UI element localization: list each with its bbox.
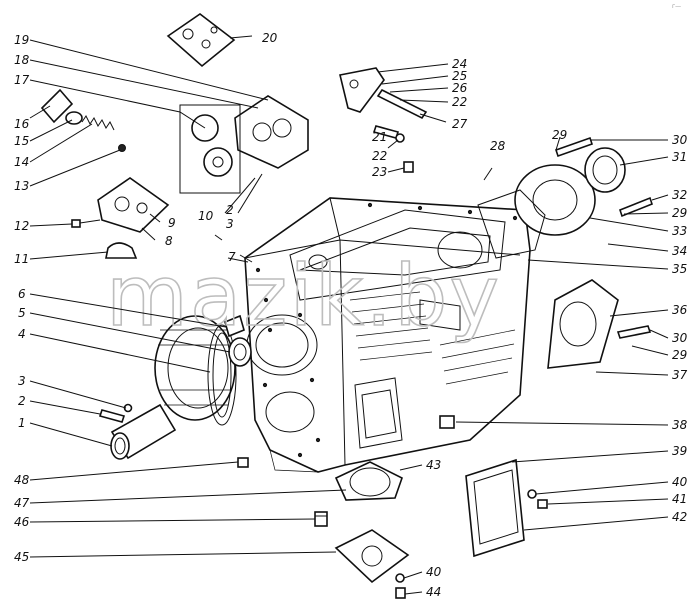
callout-21: 21	[372, 130, 387, 144]
plug-part-6	[224, 314, 245, 338]
clip-11	[105, 242, 138, 259]
callout-42: 42	[672, 510, 687, 524]
nut-48	[237, 457, 249, 468]
callout-29a: 29	[552, 128, 567, 142]
relief-valve-parts	[40, 88, 126, 152]
callout-46: 46	[14, 515, 30, 529]
callout-20: 20	[262, 31, 278, 45]
callout-7: 7	[228, 250, 236, 264]
leader-lines	[29, 35, 669, 595]
callout-48: 48	[14, 473, 30, 487]
callout-17: 17	[14, 73, 30, 87]
callout-16: 16	[14, 117, 30, 131]
callout-38: 38	[672, 418, 688, 432]
pump-cover	[166, 13, 236, 68]
rear-gasket-35	[477, 189, 546, 259]
callout-31: 31	[672, 150, 687, 164]
callout-40a: 40	[672, 475, 688, 489]
callout-22b: 22	[452, 95, 467, 109]
plug-38	[439, 415, 455, 429]
callout-18: 18	[14, 53, 30, 67]
callout-1: 1	[18, 416, 26, 430]
callout-32: 32	[672, 188, 687, 202]
plug-23	[403, 161, 414, 173]
callout-19: 19	[14, 33, 29, 47]
callout-labels: 19 18 17 16 15 14 13 12 11 6 5 4 3 2 1 4…	[14, 31, 688, 599]
bolt-2-front	[98, 403, 133, 423]
rear-cover-31	[514, 147, 626, 236]
callout-29b: 29	[672, 206, 687, 220]
callout-10: 10	[198, 209, 214, 223]
bolt-12	[71, 219, 101, 228]
callout-11: 11	[14, 252, 29, 266]
callout-15: 15	[14, 134, 29, 148]
callout-43: 43	[426, 458, 441, 472]
callout-6: 6	[18, 287, 26, 301]
front-cover-gasket	[207, 324, 237, 426]
callout-27: 27	[452, 117, 468, 131]
callout-2a: 2	[18, 394, 26, 408]
callout-9: 9	[168, 216, 176, 230]
callout-2b: 2	[226, 203, 234, 217]
side-cover-37	[547, 279, 619, 369]
callout-3a: 3	[18, 374, 26, 388]
callout-45: 45	[14, 550, 29, 564]
callout-34: 34	[672, 244, 687, 258]
callout-47: 47	[14, 496, 30, 510]
callout-12: 12	[14, 219, 29, 233]
callout-3b: 3	[226, 217, 234, 231]
callout-40b: 40	[426, 565, 442, 579]
callout-30b: 30	[672, 331, 688, 345]
callout-5: 5	[18, 306, 26, 320]
callout-41: 41	[672, 492, 687, 506]
callout-25: 25	[452, 69, 467, 83]
bracket-24	[339, 67, 385, 113]
pump-body	[234, 95, 309, 169]
callout-13: 13	[14, 179, 29, 193]
hatch-cover-39	[465, 458, 525, 558]
bolt-32	[619, 196, 653, 218]
pump-rear-housing	[97, 177, 170, 233]
plug-46	[314, 511, 328, 527]
callout-37: 37	[672, 368, 688, 382]
corner-mark: г—	[672, 3, 681, 10]
callout-4: 4	[18, 327, 26, 341]
callout-28: 28	[490, 139, 506, 153]
gearbox-housing	[244, 197, 531, 473]
callout-8: 8	[165, 234, 173, 248]
flange-45	[334, 529, 410, 584]
callout-36: 36	[672, 303, 688, 317]
callout-30a: 30	[672, 133, 688, 147]
callout-39: 39	[672, 444, 687, 458]
bottom-cover-43	[334, 461, 403, 501]
callout-26: 26	[452, 81, 468, 95]
bolt-44	[395, 573, 406, 599]
front-cover-with-shaft	[110, 315, 236, 460]
callout-29c: 29	[672, 348, 687, 362]
bolt-41	[527, 489, 548, 509]
callout-35: 35	[672, 262, 687, 276]
callout-44: 44	[426, 585, 441, 599]
callout-23: 23	[372, 165, 387, 179]
callout-22a: 22	[372, 149, 387, 163]
bolt-30-right	[616, 325, 652, 339]
callout-24: 24	[452, 57, 467, 71]
callout-14: 14	[14, 155, 29, 169]
watermark: mazik.by	[106, 247, 501, 345]
pin-27	[376, 88, 428, 120]
bolt-30-top	[554, 136, 594, 158]
callout-33: 33	[672, 224, 687, 238]
